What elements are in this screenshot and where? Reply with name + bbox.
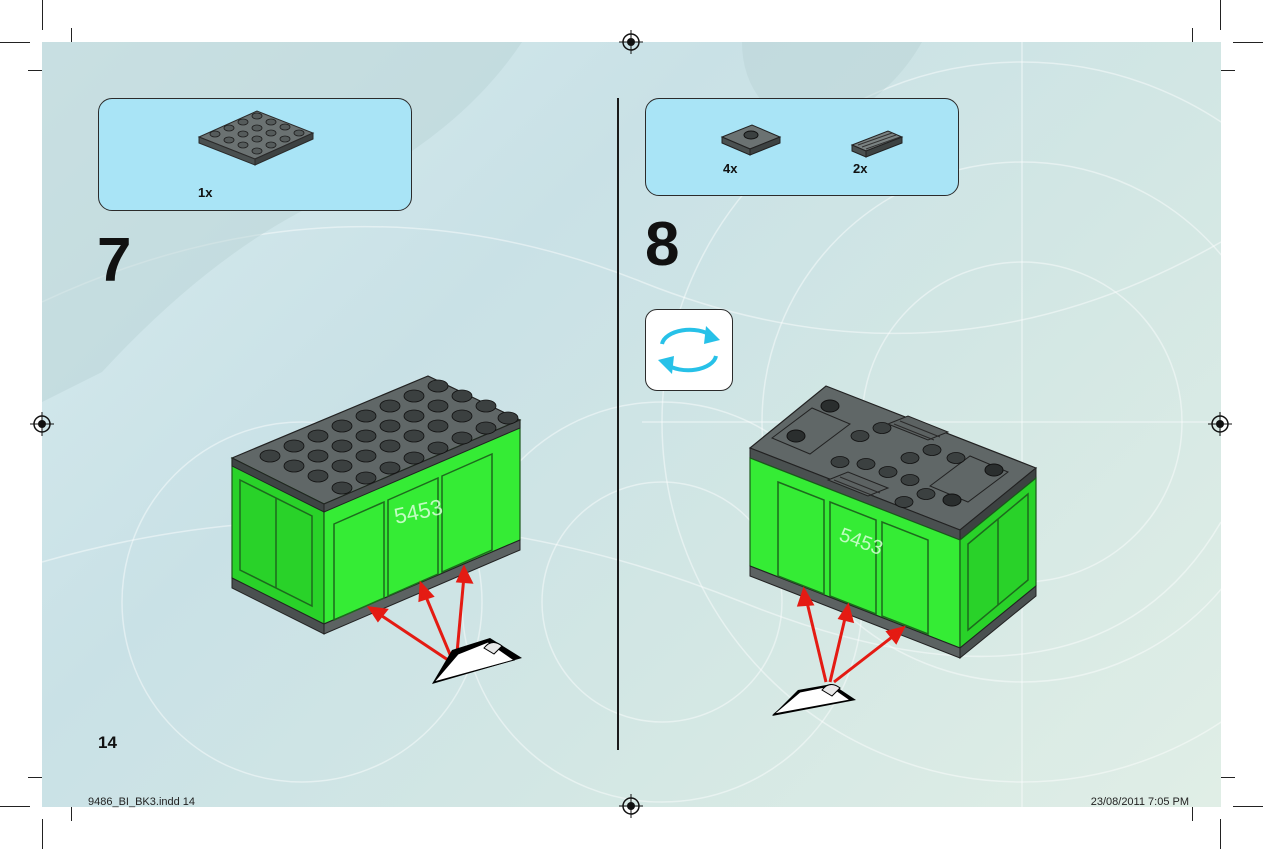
step-number-8: 8 bbox=[645, 214, 679, 276]
page-divider bbox=[617, 98, 619, 750]
parts-list-step-8: 4x 2x bbox=[645, 98, 959, 196]
slug-timestamp: 23/08/2011 7:05 PM bbox=[1091, 796, 1189, 808]
container-model-rotated-illustration: 5453 bbox=[746, 384, 1056, 724]
part-quantity: 2x bbox=[853, 161, 867, 176]
registration-mark-icon bbox=[30, 412, 54, 436]
part-quantity: 4x bbox=[723, 161, 737, 176]
page-number: 14 bbox=[98, 733, 117, 753]
rotate-model-callout bbox=[645, 309, 733, 391]
registration-mark-icon bbox=[1208, 412, 1232, 436]
parts-list-step-7: 1x bbox=[98, 98, 412, 211]
gray-2x2-jumper-plate-icon bbox=[718, 123, 784, 163]
registration-mark-icon bbox=[619, 794, 643, 818]
part-quantity: 1x bbox=[198, 185, 212, 200]
registration-mark-icon bbox=[619, 30, 643, 54]
step-number-7: 7 bbox=[97, 230, 131, 292]
gray-4x4-plate-icon bbox=[195, 107, 325, 167]
slug-filename: 9486_BI_BK3.indd 14 bbox=[88, 796, 195, 808]
container-model-illustration: 5453 bbox=[228, 372, 538, 692]
rotate-model-icon bbox=[646, 310, 732, 390]
gray-1x2-grille-tile-icon bbox=[850, 129, 906, 163]
